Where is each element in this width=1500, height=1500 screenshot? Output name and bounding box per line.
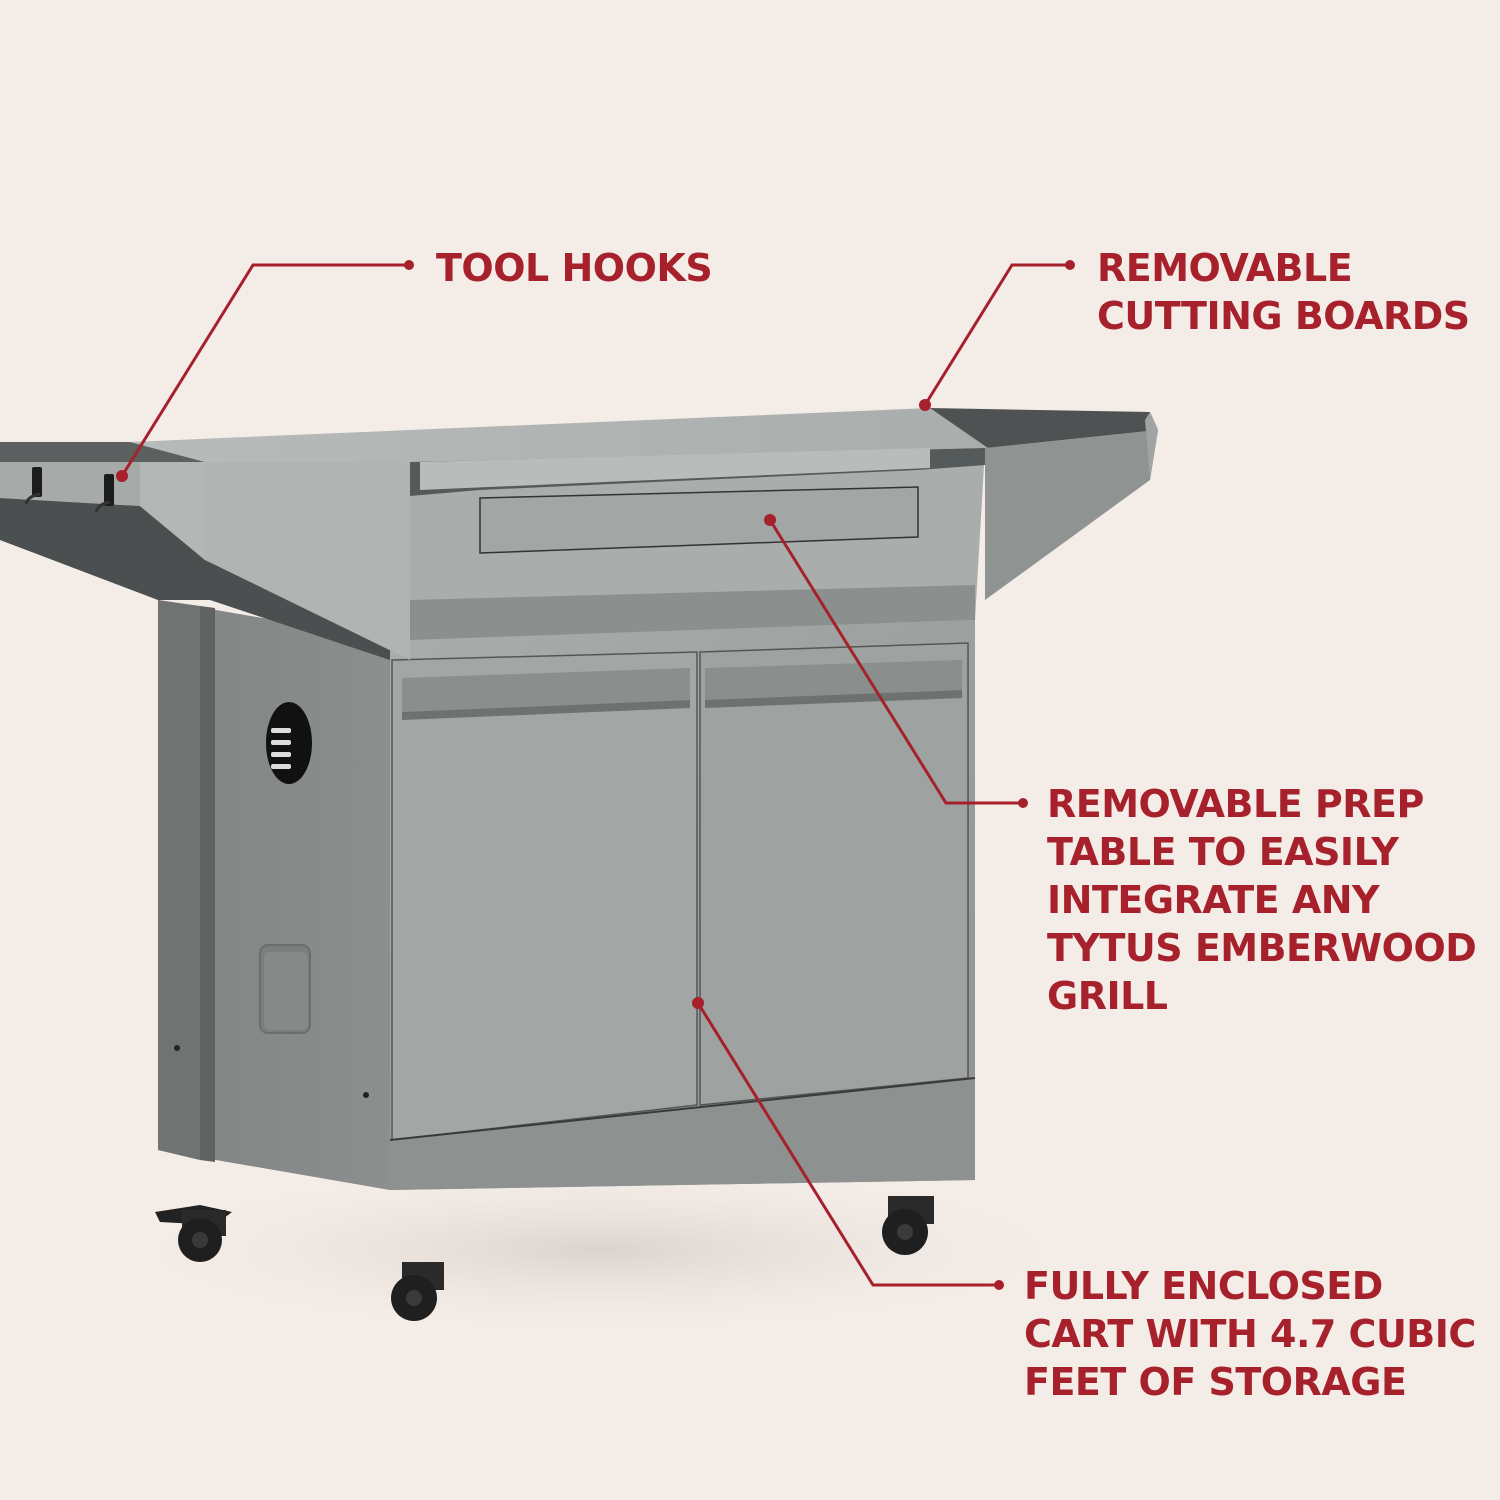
callout-line-storage bbox=[696, 1002, 999, 1287]
callout-line-tool-hooks bbox=[120, 263, 409, 477]
callout-cutting-boards: REMOVABLE CUTTING BOARDS bbox=[1097, 246, 1470, 338]
callout-lines bbox=[120, 263, 1070, 1287]
callout-line-cutting-boards bbox=[923, 263, 1070, 406]
floor-shadow bbox=[80, 1160, 1120, 1340]
caster-wheel-icon bbox=[155, 1196, 934, 1321]
right-door bbox=[699, 642, 969, 1106]
callout-line-prep-table bbox=[768, 519, 1023, 805]
prep-table bbox=[0, 408, 1158, 660]
right-cutting-board bbox=[930, 408, 1158, 448]
cart-left-side bbox=[158, 600, 390, 1190]
side-handle-icon bbox=[259, 944, 311, 1034]
left-door bbox=[391, 651, 698, 1141]
tool-hook-icon bbox=[24, 467, 114, 513]
callout-storage: FULLY ENCLOSED CART WITH 4.7 CUBIC FEET … bbox=[1024, 1264, 1476, 1404]
callout-prep-table: REMOVABLE PREP TABLE TO EASILY INTEGRATE… bbox=[1047, 782, 1477, 1018]
cabinet-front bbox=[389, 620, 976, 1190]
side-vent-icon bbox=[266, 702, 312, 784]
callout-dots bbox=[116, 260, 1075, 1290]
callout-tool-hooks: TOOL HOOKS bbox=[436, 246, 713, 290]
